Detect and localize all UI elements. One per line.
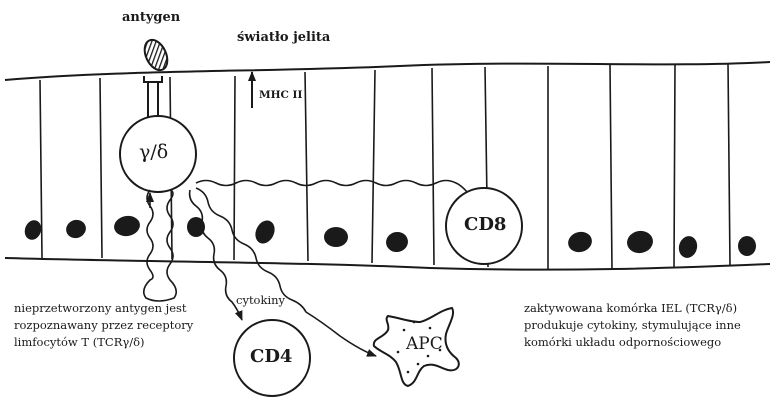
epithelium-bottom-border: [5, 258, 770, 270]
mhc-label: MHC II: [259, 89, 302, 101]
apc-label: APC: [406, 334, 443, 354]
antigen-label: antygen: [122, 10, 180, 25]
tcr-receptor: [144, 76, 162, 118]
gd-cell-label: γ/δ: [139, 141, 168, 163]
antigen-shape: [140, 36, 172, 73]
left-caption-line: limfocytów T (TCRγ/δ): [14, 334, 193, 351]
cd8-label: CD8: [464, 214, 506, 235]
left-caption: nieprzetworzony antygen jest rozpoznawan…: [14, 300, 193, 351]
arrow-to-cd8: [196, 181, 482, 214]
left-caption-line: nieprzetworzony antygen jest: [14, 300, 193, 317]
right-caption-line: produkuje cytokiny, stymulujące inne: [524, 317, 741, 334]
left-caption-line: rozpoznawany przez receptory: [14, 317, 193, 334]
epithelium-top-border: [5, 62, 770, 80]
right-caption-line: komórki układu odpornościowego: [524, 334, 741, 351]
lumen-label: światło jelita: [237, 30, 330, 45]
cell-nuclei: [22, 214, 756, 260]
right-caption-line: zaktywowana komórka IEL (TCRγ/δ): [524, 300, 741, 317]
cd4-label: CD4: [250, 346, 292, 367]
right-caption: zaktywowana komórka IEL (TCRγ/δ) produku…: [524, 300, 741, 351]
cytokines-label: cytokiny: [236, 293, 285, 307]
